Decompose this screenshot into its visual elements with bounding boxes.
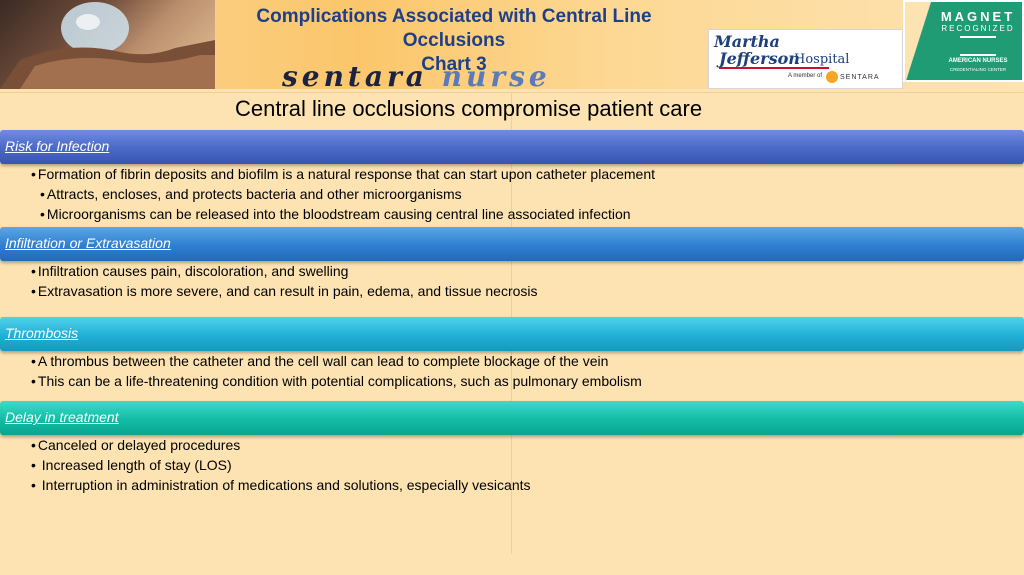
hospital-logo-line-1: Martha [714,32,780,51]
brand-word-2: nurse [441,60,551,90]
section-title: Risk for Infection [5,138,110,154]
hospital-logo-line-2: Jefferson [719,49,800,68]
bullet-item: •Extravasation is more severe, and can r… [31,283,538,299]
section-header-delay-in-treatment: Delay in treatment [0,401,1024,435]
bullet-item: •Infiltration causes pain, discoloration… [31,263,348,279]
bullet-text: Formation of fibrin deposits and biofilm… [37,166,656,182]
header-banner: Complications Associated with Central Li… [0,0,1024,89]
bullet-text: This can be a life-threatening condition… [37,373,642,389]
page-title: Complications Associated with Central Li… [228,5,680,77]
hospital-logo: Martha Jefferson Hospital A member of SE… [708,29,903,89]
bullet-item: •A thrombus between the catheter and the… [31,353,608,369]
bullet-item: •Canceled or delayed procedures [31,437,240,453]
hospital-logo-rule [719,67,829,69]
bullet-item: •This can be a life-threatening conditio… [31,373,642,389]
bullet-text: Infiltration causes pain, discoloration,… [37,263,349,279]
title-line-3: Chart 3 [421,54,487,75]
section-title: Delay in treatment [5,409,119,425]
magnet-badge-line-1: MAGNET [940,9,1016,24]
hospital-logo-line-3: Hospital [794,52,850,67]
hospital-logo-parent-text: SENTARA [840,74,880,81]
bullet-icon: • [31,457,36,473]
section-header-risk-for-infection: Risk for Infection [0,130,1024,164]
bullet-text: Canceled or delayed procedures [37,437,241,453]
magnet-badge-line-3: AMERICAN NURSES [948,58,1008,64]
hands-globe-image [0,0,215,89]
section-title: Thrombosis [5,325,79,341]
section-header-infiltration-or-extravasation: Infiltration or Extravasation [0,227,1024,261]
bullet-item: • Interruption in administration of medi… [31,477,531,493]
bullet-item: •Microorganisms can be released into the… [40,206,631,222]
magnet-badge-emblem [960,36,996,56]
sentara-nurse-logo: sentara nurse [282,60,622,90]
bullet-item: •Attracts, encloses, and protects bacter… [40,186,462,202]
bullet-icon: • [31,166,36,182]
hospital-logo-member-text: A member of [788,73,823,79]
bullet-text: Microorganisms can be released into the … [46,206,631,222]
slide-subtitle: Central line occlusions compromise patie… [235,96,703,121]
title-line-2: Occlusions [402,30,506,51]
bullet-item: • Increased length of stay (LOS) [31,457,232,473]
bullet-item: •Formation of fibrin deposits and biofil… [31,166,655,182]
bullet-text: Interruption in administration of medica… [37,477,531,493]
bullet-icon: • [31,437,36,453]
title-line-1: Complications Associated with Central Li… [256,6,652,27]
bullet-text: Attracts, encloses, and protects bacteri… [46,186,462,202]
bullet-text: Extravasation is more severe, and can re… [37,283,538,299]
bullet-text: A thrombus between the catheter and the … [37,353,609,369]
brand-word-1: sentara [282,60,428,90]
sentara-swirl-icon [826,71,838,83]
bullet-icon: • [31,283,36,299]
magnet-badge-wedge [905,2,931,84]
section-header-thrombosis: Thrombosis [0,317,1024,351]
bullet-icon: • [31,373,36,389]
magnet-badge-line-2: RECOGNIZED [941,24,1015,33]
magnet-badge: MAGNET RECOGNIZED AMERICAN NURSES CREDEN… [903,0,1024,84]
section-title: Infiltration or Extravasation [5,235,171,251]
magnet-badge-line-4: CREDENTIALING CENTER [949,67,1007,72]
bullet-icon: • [40,186,45,202]
bullet-icon: • [40,206,45,222]
header-divider [0,92,1024,93]
bullet-icon: • [31,477,36,493]
bullet-text: Increased length of stay (LOS) [37,457,232,473]
bullet-icon: • [31,263,36,279]
bullet-icon: • [31,353,36,369]
